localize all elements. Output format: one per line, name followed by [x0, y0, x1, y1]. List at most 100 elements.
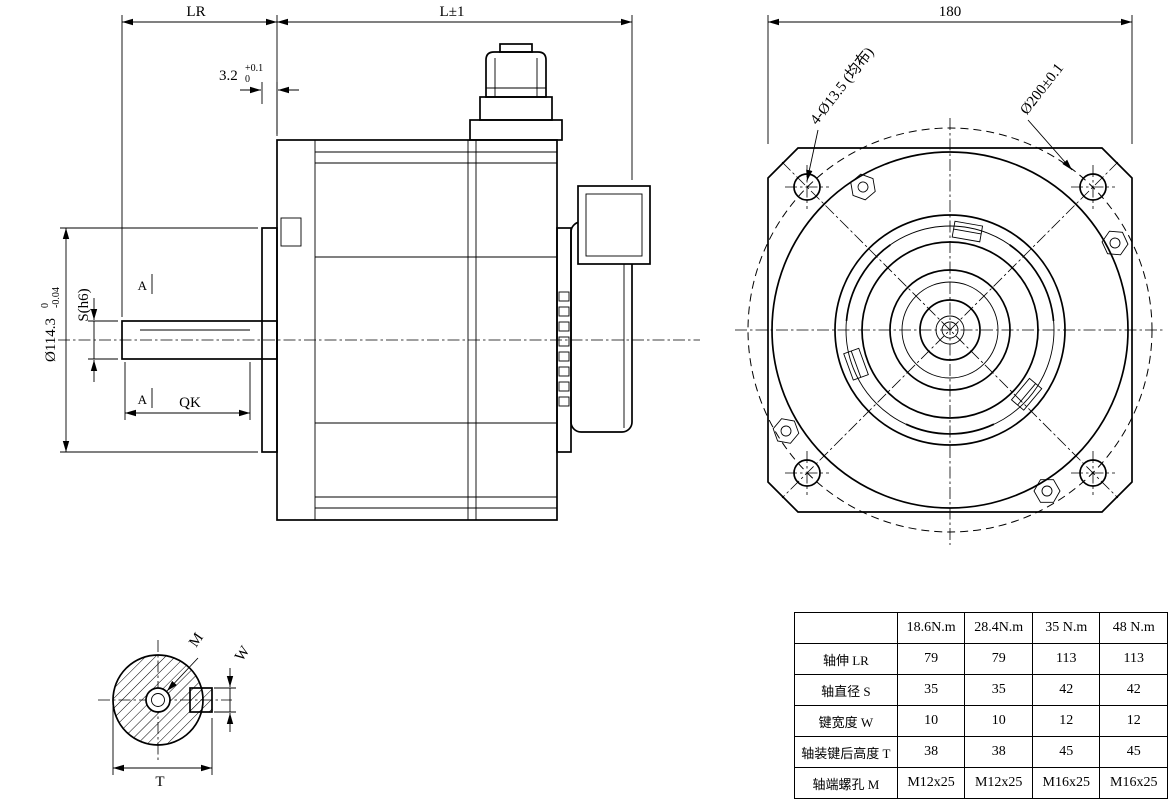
clip-tab: [843, 347, 869, 381]
table-row-label: 键宽度 W: [794, 705, 898, 737]
table-cell: M12x25: [896, 767, 966, 799]
table-row-label: 轴端螺孔 M: [794, 767, 898, 799]
center-hole-circle: [941, 321, 959, 339]
table-cell: 10: [964, 705, 1033, 737]
table-cell: 45: [1031, 736, 1101, 768]
thread-m-leader: [166, 657, 199, 692]
shaft-section-view: M W T: [98, 630, 254, 790]
tapped-hole: [145, 687, 171, 713]
table-row-label: 轴伸 LR: [794, 643, 898, 675]
table-row-label: 轴直径 S: [794, 674, 898, 706]
connector-base: [469, 119, 563, 141]
mounting-hole: [1071, 451, 1115, 495]
table-cell: 79: [896, 643, 966, 675]
spec-table-grid: 18.6N.m 28.4N.m 35 N.m 48 N.m 轴伸 LR 79 7…: [794, 612, 1168, 799]
motor-body: [276, 139, 558, 521]
side-view: A A: [40, 4, 700, 521]
tapped-hole-minor: [151, 693, 165, 707]
table-cell: 35: [896, 674, 966, 706]
table-cell: 79: [964, 643, 1033, 675]
dim-d114-label-group: Ø114.3 0 -0.04: [40, 287, 62, 362]
flange-square: [767, 147, 1133, 513]
key-height-t-label: T: [155, 774, 164, 790]
holes-callout-label: 4-Ø13.5 (均布): [807, 44, 878, 128]
table-cell: 12: [1031, 705, 1101, 737]
mounting-hole: [1071, 165, 1115, 209]
table-cell: 10: [896, 705, 966, 737]
hex-bolt: [772, 418, 800, 444]
spigot-circle: [834, 214, 1066, 446]
table-header-cell: 18.6N.m: [896, 612, 966, 644]
arc-slot: [1009, 244, 1055, 321]
connector-neck: [479, 96, 553, 121]
dim-180-label: 180: [939, 4, 962, 20]
table-row: 轴直径 S 35 35 42 42: [794, 674, 1168, 706]
table-header-cell: 35 N.m: [1031, 612, 1101, 644]
dim-flange-tol-dn: 0: [245, 74, 250, 85]
table-cell: 35: [964, 674, 1033, 706]
encoder-connector-inner: [585, 193, 643, 257]
table-cell: M16x25: [1099, 767, 1168, 799]
inner-ring: [861, 241, 1039, 419]
table-row: 轴伸 LR 79 79 113 113: [794, 643, 1168, 675]
shaft-circle: [919, 299, 981, 361]
front-view: 180 4-Ø13.5 (均布) Ø200±0.1: [735, 4, 1165, 545]
dim-l-label: L±1: [440, 4, 465, 20]
dim-flange-tol-up: +0.1: [245, 63, 263, 74]
table-cell: 38: [896, 736, 966, 768]
table-cell: M16x25: [1031, 767, 1101, 799]
table-cell: 42: [1099, 674, 1168, 706]
dim-flange-label: 3.2: [219, 68, 238, 84]
diagonal-centerline: [781, 161, 1119, 499]
mounting-hole: [785, 451, 829, 495]
dim-d114-tol-dn: -0.04: [51, 287, 62, 308]
dim-qk-label: QK: [179, 395, 201, 411]
encoder-connector: [577, 185, 651, 265]
hex-bolt: [1101, 230, 1129, 256]
bolt-circle-callout-label: Ø200±0.1: [1017, 61, 1067, 118]
table-cell: 45: [1099, 736, 1168, 768]
section-a-label-bottom: A: [138, 392, 148, 407]
inner-ring: [889, 269, 1011, 391]
dim-d114-tol-up: 0: [40, 303, 51, 308]
dim-s-label: S(h6): [76, 288, 92, 321]
table-header-cell: 28.4N.m: [964, 612, 1033, 644]
table-row: 轴端螺孔 M M12x25 M12x25 M16x25 M16x25: [794, 767, 1168, 799]
table-cell: 113: [1031, 643, 1101, 675]
table-header-cell: [794, 612, 898, 644]
table-row-label: 轴装键后高度 T: [794, 736, 898, 768]
flange-slot: [280, 217, 302, 247]
clip-tab: [1010, 377, 1043, 411]
spec-table: 18.6N.m 28.4N.m 35 N.m 48 N.m 轴伸 LR 79 7…: [794, 612, 1168, 799]
dim-d114-label: Ø114.3: [43, 318, 59, 362]
bolt-circle-dashed: [747, 127, 1153, 533]
section-a-label-top: A: [138, 278, 148, 293]
holes-callout-leader: [806, 129, 819, 182]
table-cell: M12x25: [964, 767, 1033, 799]
inner-ring: [901, 281, 999, 379]
diagonal-centerline: [781, 161, 1119, 499]
table-header-row: 18.6N.m 28.4N.m 35 N.m 48 N.m: [794, 612, 1168, 644]
table-cell: 12: [1099, 705, 1168, 737]
hex-bolt: [850, 173, 876, 201]
table-cell: 42: [1031, 674, 1101, 706]
table-cell: 38: [964, 736, 1033, 768]
table-cell: 113: [1099, 643, 1168, 675]
key-width-w-label: W: [232, 643, 254, 664]
clip-tab: [951, 220, 984, 243]
motor-body-circle: [771, 151, 1129, 509]
bolt-circle-callout-leader: [1027, 119, 1073, 171]
keyway-section: [189, 687, 213, 713]
table-row: 轴装键后高度 T 38 38 45 45: [794, 736, 1168, 768]
connector-top-step: [499, 43, 533, 53]
dim-lr-label: LR: [186, 4, 205, 20]
table-header-cell: 48 N.m: [1099, 612, 1168, 644]
arc-slot: [845, 244, 891, 321]
table-row: 键宽度 W 10 10 12 12: [794, 705, 1168, 737]
rear-plate-pins: [558, 291, 570, 407]
hex-bolt: [1033, 479, 1061, 503]
thread-m-label: M: [186, 630, 207, 650]
connector-cap: [485, 51, 547, 98]
